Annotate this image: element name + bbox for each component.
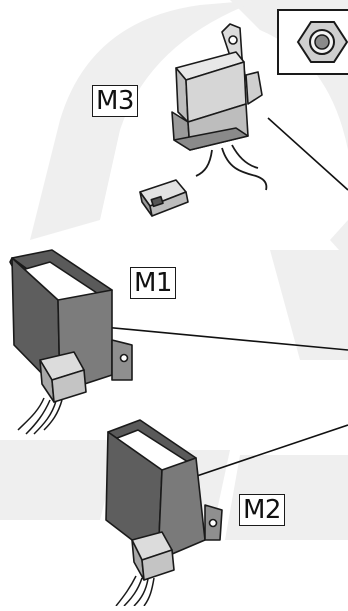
nut-icon xyxy=(278,10,348,74)
module-m2 xyxy=(106,420,222,606)
label-m2: M2 xyxy=(239,494,285,526)
label-m3: M3 xyxy=(92,85,138,117)
module-m1 xyxy=(10,250,132,434)
leader-line-m3 xyxy=(268,118,348,190)
label-m1: M1 xyxy=(130,267,176,299)
